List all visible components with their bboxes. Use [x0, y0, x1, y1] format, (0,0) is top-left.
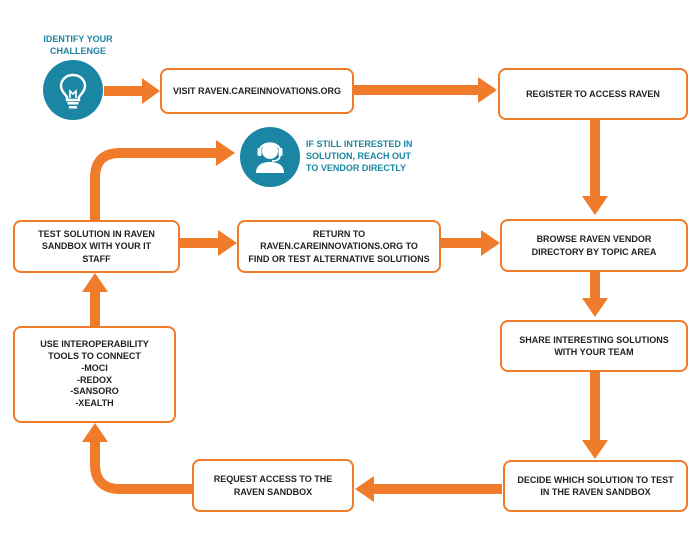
- callout-label: IF STILL INTERESTED IN SOLUTION, REACH O…: [306, 139, 413, 174]
- arrow-visit-to-register: [354, 77, 497, 103]
- callout-circle: [240, 127, 300, 187]
- step-test: TEST SOLUTION IN RAVEN SANDBOX WITH YOUR…: [13, 220, 180, 273]
- arrowhead-request-to-interop: [82, 423, 108, 442]
- arrow-decide-to-request: [355, 476, 502, 502]
- arrow-start-to-visit: [104, 78, 160, 104]
- arrow-test-to-return: [180, 230, 237, 256]
- start-circle: [43, 60, 103, 120]
- arrow-share-to-decide: [582, 372, 608, 459]
- arrow-register-to-browse: [582, 120, 608, 215]
- step-visit: VISIT RAVEN.CAREINNOVATIONS.ORG: [160, 68, 354, 114]
- step-share: SHARE INTERESTING SOLUTIONS WITH YOUR TE…: [500, 320, 688, 372]
- arrow-return-to-browse: [441, 230, 500, 256]
- arrowhead-test-to-callout: [216, 140, 235, 166]
- step-interop: USE INTEROPERABILITY TOOLS TO CONNECT -M…: [13, 326, 176, 423]
- arrow-interop-to-test: [82, 273, 108, 326]
- step-decide: DECIDE WHICH SOLUTION TO TEST IN THE RAV…: [503, 460, 688, 512]
- step-request: REQUEST ACCESS TO THE RAVEN SANDBOX: [192, 459, 354, 512]
- lightbulb-icon: [59, 73, 87, 109]
- step-return: RETURN TO RAVEN.CAREINNOVATIONS.ORG TO F…: [237, 220, 441, 273]
- step-register: REGISTER TO ACCESS RAVEN: [498, 68, 688, 120]
- support-agent-icon: [256, 142, 284, 173]
- arrow-request-to-interop: [90, 440, 192, 494]
- start-label: IDENTIFY YOUR CHALLENGE: [43, 34, 113, 57]
- step-browse: BROWSE RAVEN VENDOR DIRECTORY BY TOPIC A…: [500, 219, 688, 272]
- arrow-browse-to-share: [582, 272, 608, 317]
- arrow-test-to-callout: [90, 148, 218, 220]
